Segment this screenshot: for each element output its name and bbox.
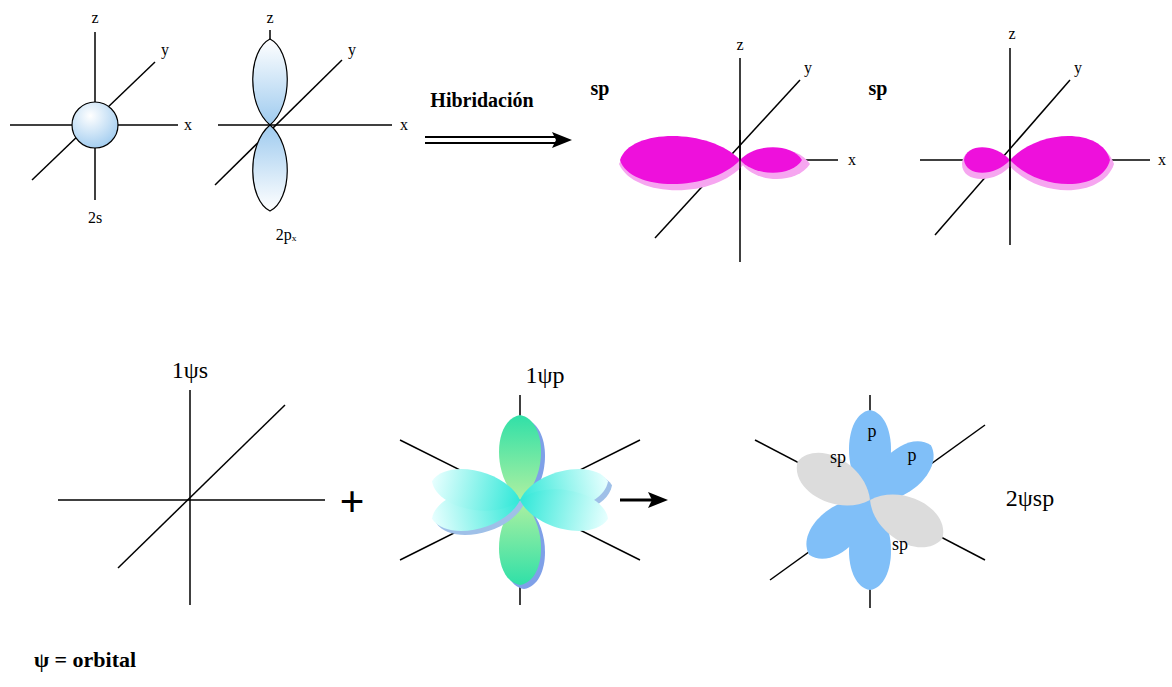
- axis-label: p: [868, 422, 877, 442]
- axis-label: z: [1008, 25, 1015, 43]
- heading-label: 1ψp: [525, 362, 564, 388]
- axis-label: y: [804, 59, 812, 77]
- p-orbitals: [428, 415, 616, 589]
- axis-label: y: [1074, 59, 1082, 77]
- axis-label: z: [91, 9, 98, 27]
- heading-label: sp: [869, 77, 888, 99]
- axis-label: x: [400, 116, 408, 134]
- heading-label: 2ψsp: [1006, 485, 1054, 511]
- axis-label: sp: [830, 448, 846, 468]
- axes: [400, 395, 640, 605]
- p-orbital: [253, 39, 288, 211]
- axes: [10, 30, 1150, 605]
- result-arrow: [620, 499, 652, 502]
- axis-label: x: [184, 116, 192, 134]
- axis-label: z: [736, 36, 743, 54]
- heading-label: Hibridación: [430, 89, 533, 111]
- hybridization-arrow: [425, 137, 560, 143]
- s-orbital: [72, 102, 118, 148]
- heading-label: sp: [591, 77, 610, 99]
- axis-label: y: [348, 41, 356, 59]
- axis-label: x: [1158, 151, 1166, 169]
- axis-label: y: [161, 41, 169, 59]
- axis-label: x: [848, 151, 856, 169]
- sp-orbital: [619, 136, 810, 190]
- axis-label: 2s: [88, 209, 102, 227]
- heading-label: ψ = orbital: [34, 648, 136, 672]
- axes: [755, 395, 985, 608]
- hybrid-orbitals: [787, 410, 953, 590]
- plus-sign: +: [339, 478, 364, 526]
- axis-label: z: [266, 9, 273, 27]
- axis-label: 2pₓ: [276, 226, 297, 244]
- sp-orbital: [962, 136, 1114, 190]
- arrow-head: [648, 492, 668, 508]
- heading-label: 1ψs: [172, 357, 208, 383]
- axis-label: sp: [892, 535, 908, 555]
- arrow-head: [552, 132, 572, 148]
- axis-label: p: [908, 446, 917, 466]
